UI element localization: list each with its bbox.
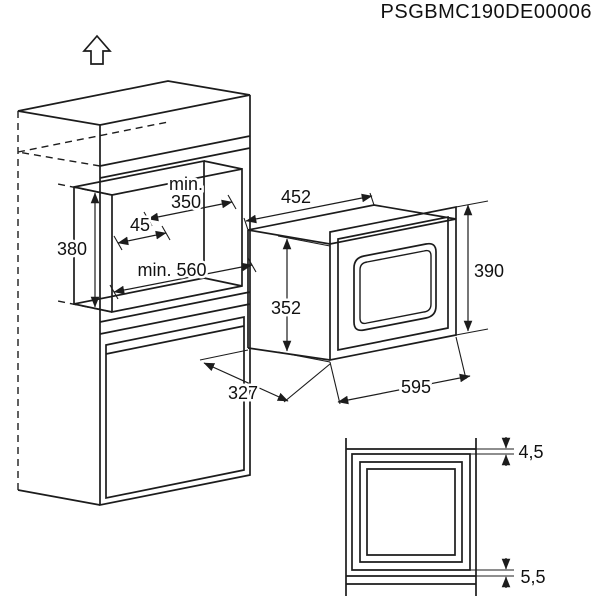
dim-oven-body-width: 452 bbox=[281, 187, 311, 207]
dimline-vent-gap bbox=[117, 230, 167, 246]
dim-oven-body-depth: 327 bbox=[228, 383, 258, 403]
dim-oven-front-width: 595 bbox=[401, 377, 431, 397]
cabinet-hidden-lines bbox=[17, 111, 169, 490]
dimline-oven-body-depth bbox=[203, 362, 289, 402]
dim-oven-front-height: 390 bbox=[474, 261, 504, 281]
oven-body-lines bbox=[247, 204, 457, 362]
dim-niche-depth-min-label: min. bbox=[169, 174, 203, 194]
dim-top-gap: 4,5 bbox=[518, 442, 543, 462]
dim-oven-body-height: 352 bbox=[271, 298, 301, 318]
dim-niche-width: min. 560 bbox=[137, 260, 206, 280]
dim-niche-depth-value: 350 bbox=[171, 192, 201, 212]
oven-door-window-inner bbox=[359, 249, 432, 325]
cabinet-drawing bbox=[17, 80, 251, 507]
dim-vent-gap: 45 bbox=[130, 215, 150, 235]
dim-niche-height: 380 bbox=[57, 239, 87, 259]
extension-lines bbox=[109, 192, 514, 577]
oven-door-window bbox=[353, 242, 437, 332]
dimline-niche-width bbox=[113, 262, 253, 295]
arrow-up-icon bbox=[82, 34, 112, 65]
oven-drawing bbox=[247, 204, 457, 362]
dimline-oven-body-width bbox=[245, 193, 373, 224]
drawing-code: PSGBMC190DE00006 bbox=[381, 1, 592, 23]
dim-bottom-gap: 5,5 bbox=[520, 567, 545, 587]
dimline-oven-front-width bbox=[337, 373, 471, 405]
dimline-niche-depth bbox=[147, 199, 233, 222]
cabinet-solid-lines bbox=[17, 80, 251, 507]
front-detail-drawing bbox=[345, 438, 477, 596]
detail-lines bbox=[345, 438, 477, 596]
